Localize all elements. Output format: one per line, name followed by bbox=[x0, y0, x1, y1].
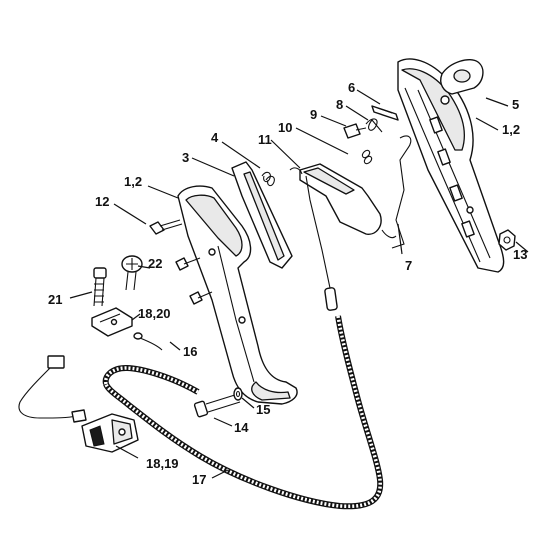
part-15-washer bbox=[233, 387, 243, 401]
label-8: 8 bbox=[336, 97, 343, 112]
label-21: 21 bbox=[48, 292, 62, 307]
label-1-2-right: 1,2 bbox=[502, 122, 520, 137]
part-12-screw bbox=[149, 219, 183, 235]
label-7: 7 bbox=[405, 258, 412, 273]
small-screw-b bbox=[189, 291, 213, 305]
part-10-spring bbox=[361, 149, 373, 165]
leader-lines bbox=[69, 89, 529, 479]
label-13: 13 bbox=[513, 247, 527, 262]
part-8-spring bbox=[365, 118, 383, 133]
label-18-20: 18,20 bbox=[138, 306, 171, 321]
part-6-clip bbox=[371, 105, 399, 121]
small-screw-a bbox=[175, 257, 201, 271]
part-9-screw bbox=[343, 123, 367, 139]
label-17: 17 bbox=[192, 472, 206, 487]
part-4-spring bbox=[261, 171, 275, 187]
label-6: 6 bbox=[348, 80, 355, 95]
label-18-19: 18,19 bbox=[146, 456, 179, 471]
part-14-bolt bbox=[193, 393, 241, 418]
label-14: 14 bbox=[234, 420, 249, 435]
part-5-cap bbox=[440, 58, 484, 95]
part-7-wire-spring bbox=[391, 135, 412, 249]
part-21-screw bbox=[93, 267, 107, 307]
label-16: 16 bbox=[183, 344, 197, 359]
right-handle-half bbox=[397, 58, 505, 273]
cable-ferrule bbox=[324, 287, 338, 311]
label-9: 9 bbox=[310, 107, 317, 122]
part-18-19-switch bbox=[81, 413, 139, 453]
label-1-2-left: 1,2 bbox=[124, 174, 142, 189]
left-handle-half bbox=[177, 185, 298, 405]
label-4: 4 bbox=[211, 130, 219, 145]
part-18-20-bracket bbox=[91, 307, 133, 337]
label-10: 10 bbox=[278, 120, 292, 135]
label-22: 22 bbox=[148, 256, 162, 271]
switch-wire-connector bbox=[18, 355, 87, 423]
part-13-nut bbox=[498, 229, 516, 251]
part-16-cable-end bbox=[133, 332, 163, 351]
part-11-trigger bbox=[289, 163, 397, 239]
part-17-coiled-cable bbox=[102, 315, 384, 510]
throttle-inner-wire bbox=[305, 175, 331, 289]
label-11: 11 bbox=[258, 132, 272, 147]
label-5: 5 bbox=[512, 97, 519, 112]
part-3-lever bbox=[231, 161, 293, 269]
label-15: 15 bbox=[256, 402, 270, 417]
label-3: 3 bbox=[182, 150, 189, 165]
part-22-screw bbox=[121, 255, 143, 291]
label-12: 12 bbox=[95, 194, 109, 209]
